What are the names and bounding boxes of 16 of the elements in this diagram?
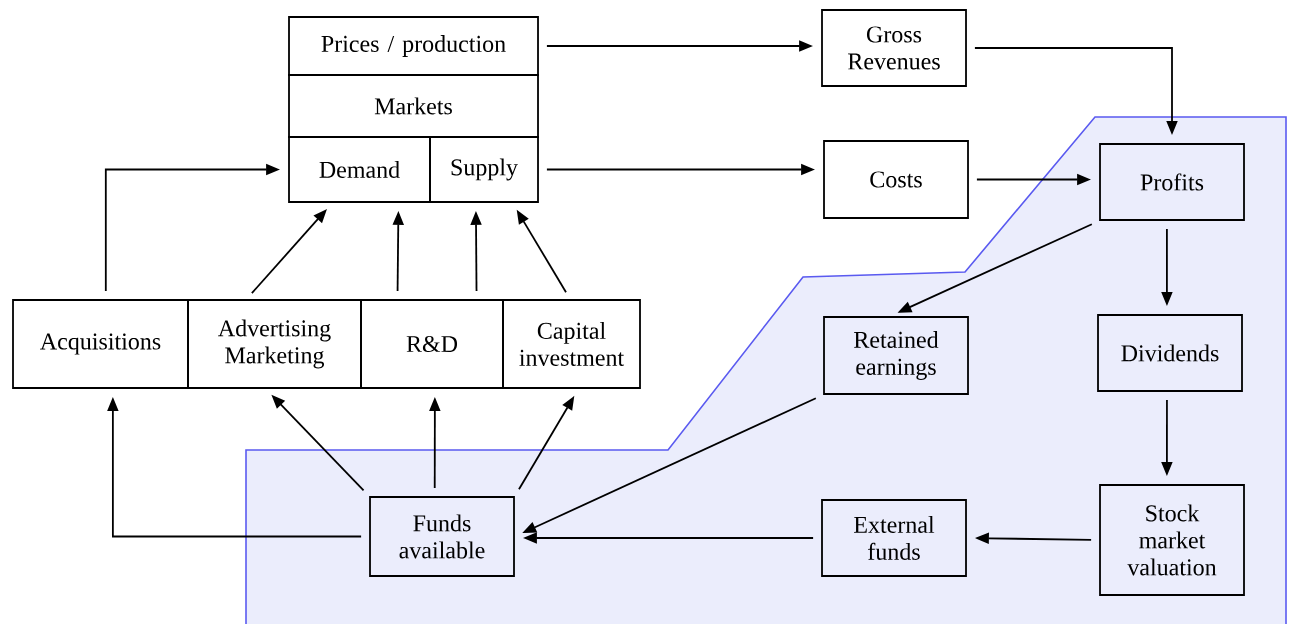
process-box: Costs bbox=[823, 140, 969, 219]
process-box: Prices / production bbox=[288, 16, 539, 76]
process-box: Funds available bbox=[369, 496, 515, 577]
process-box: Demand bbox=[288, 136, 431, 203]
process-box: Markets bbox=[288, 74, 539, 138]
process-box: Retained earnings bbox=[823, 316, 969, 395]
process-box: Capital investment bbox=[502, 299, 641, 389]
process-box: Gross Revenues bbox=[821, 9, 967, 87]
process-box: Profits bbox=[1099, 143, 1245, 221]
process-box: Supply bbox=[429, 136, 539, 203]
process-box: Stock market valuation bbox=[1099, 484, 1245, 596]
process-box: Dividends bbox=[1097, 314, 1243, 392]
process-box: R&D bbox=[360, 299, 504, 389]
process-box: Advertising Marketing bbox=[187, 299, 362, 389]
process-box: External funds bbox=[821, 499, 967, 577]
process-box: Acquisitions bbox=[12, 299, 189, 389]
